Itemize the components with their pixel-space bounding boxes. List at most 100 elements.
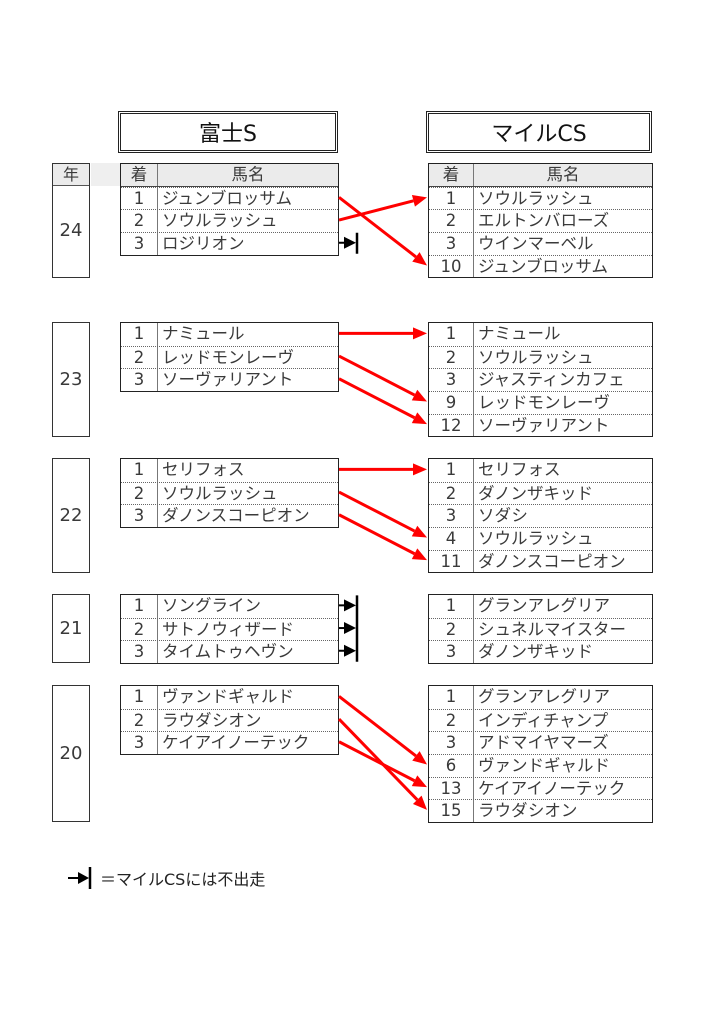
arrow-head-icon bbox=[412, 751, 427, 765]
table-header-row: 着 馬名 bbox=[121, 164, 338, 187]
arrow-line bbox=[338, 377, 416, 420]
rank-cell: 2 bbox=[121, 709, 158, 732]
not-started-arrow-icon bbox=[344, 644, 356, 657]
horse-name-cell: ウインマーベル bbox=[478, 234, 594, 254]
horse-name-cell: ソーヴァリアント bbox=[478, 415, 610, 435]
rank-cell: 4 bbox=[429, 528, 474, 550]
arrow-head-icon bbox=[412, 795, 427, 810]
not-started-arrow-icon bbox=[344, 236, 356, 249]
horse-name-cell: ヴァンドギャルド bbox=[478, 756, 610, 776]
name-header: 馬名 bbox=[231, 165, 265, 184]
rank-cell: 3 bbox=[429, 369, 474, 392]
rank-cell: 12 bbox=[429, 414, 474, 437]
year-cell: 22 bbox=[52, 458, 90, 573]
horse-name-cell: グランアレグリア bbox=[478, 687, 610, 706]
rank-cell: 2 bbox=[121, 618, 158, 641]
rank-header: 着 bbox=[429, 164, 474, 186]
rank-cell: 2 bbox=[429, 618, 474, 641]
horse-name-cell: ロジリオン bbox=[162, 234, 245, 254]
rank-cell: 2 bbox=[121, 346, 158, 369]
rank-cell: 2 bbox=[429, 482, 474, 505]
rank-cell: 3 bbox=[121, 505, 158, 528]
arrow-line bbox=[338, 513, 416, 556]
rank-cell: 3 bbox=[121, 369, 158, 392]
year-cell: 23 bbox=[52, 322, 90, 437]
horse-name-cell: ケイアイノーテック bbox=[162, 733, 310, 753]
header-gap bbox=[91, 163, 120, 186]
horse-name-cell: ジュンブロッサム bbox=[478, 256, 609, 276]
rank-cell: 3 bbox=[429, 641, 474, 664]
horse-name-cell: ソダシ bbox=[478, 506, 528, 526]
rank-cell: 2 bbox=[429, 709, 474, 732]
arrow-line bbox=[338, 490, 416, 533]
horse-name-cell: サトノウィザード bbox=[162, 619, 294, 639]
horse-name-cell: ジャスティンカフェ bbox=[478, 370, 625, 390]
horse-name-cell: ソウルラッシュ bbox=[478, 347, 594, 367]
horse-name-cell: レッドモンレーヴ bbox=[162, 347, 294, 367]
horse-name-cell: ヴァンドギャルド bbox=[162, 687, 294, 706]
rank-cell: 3 bbox=[429, 732, 474, 755]
horse-name-cell: ダノンザキッド bbox=[478, 642, 594, 662]
table-header-row: 着馬名 bbox=[429, 164, 652, 187]
horse-name-cell: シュネルマイスター bbox=[478, 619, 627, 639]
horse-name-cell: ナミュール bbox=[478, 324, 561, 343]
horse-name-cell: ソーヴァリアント bbox=[162, 370, 294, 390]
arrow-head-icon bbox=[411, 775, 427, 788]
horse-name-cell: セリフォス bbox=[478, 460, 561, 479]
arrow-line bbox=[338, 196, 417, 259]
arrow-line bbox=[338, 695, 417, 758]
fuji-stakes-title: 富士S bbox=[118, 111, 338, 153]
horse-name-cell: ケイアイノーテック bbox=[478, 778, 626, 798]
horse-name-cell: ダノンスコーピオン bbox=[162, 506, 310, 526]
rank-header: 着 bbox=[121, 164, 158, 186]
arrow-head-icon bbox=[411, 548, 427, 561]
arrow-line bbox=[337, 718, 419, 801]
horse-name-cell: ソウルラッシュ bbox=[162, 211, 278, 231]
rank-cell: 2 bbox=[429, 346, 474, 369]
rank-cell: 6 bbox=[429, 755, 474, 777]
rank-cell: 11 bbox=[429, 550, 474, 573]
arrow-line bbox=[338, 740, 416, 783]
not-started-arrow-icon bbox=[344, 622, 356, 635]
horse-name-cell: ソウルラッシュ bbox=[162, 483, 278, 503]
arrow-head-icon bbox=[411, 195, 427, 207]
horse-name-cell: ダノンザキッド bbox=[478, 483, 594, 503]
horse-name-cell: ナミュール bbox=[162, 324, 245, 343]
not-started-arrow-icon bbox=[344, 599, 356, 612]
horse-name-cell: インディチャンプ bbox=[478, 710, 609, 730]
arrow-line bbox=[338, 354, 416, 397]
horse-name-cell: エルトンバローズ bbox=[478, 211, 610, 231]
horse-name-cell: アドマイヤマーズ bbox=[478, 733, 609, 753]
rank-cell: 2 bbox=[429, 210, 474, 233]
rank-cell: 1 bbox=[429, 459, 474, 482]
horse-name-cell: ラウダシオン bbox=[162, 710, 262, 730]
